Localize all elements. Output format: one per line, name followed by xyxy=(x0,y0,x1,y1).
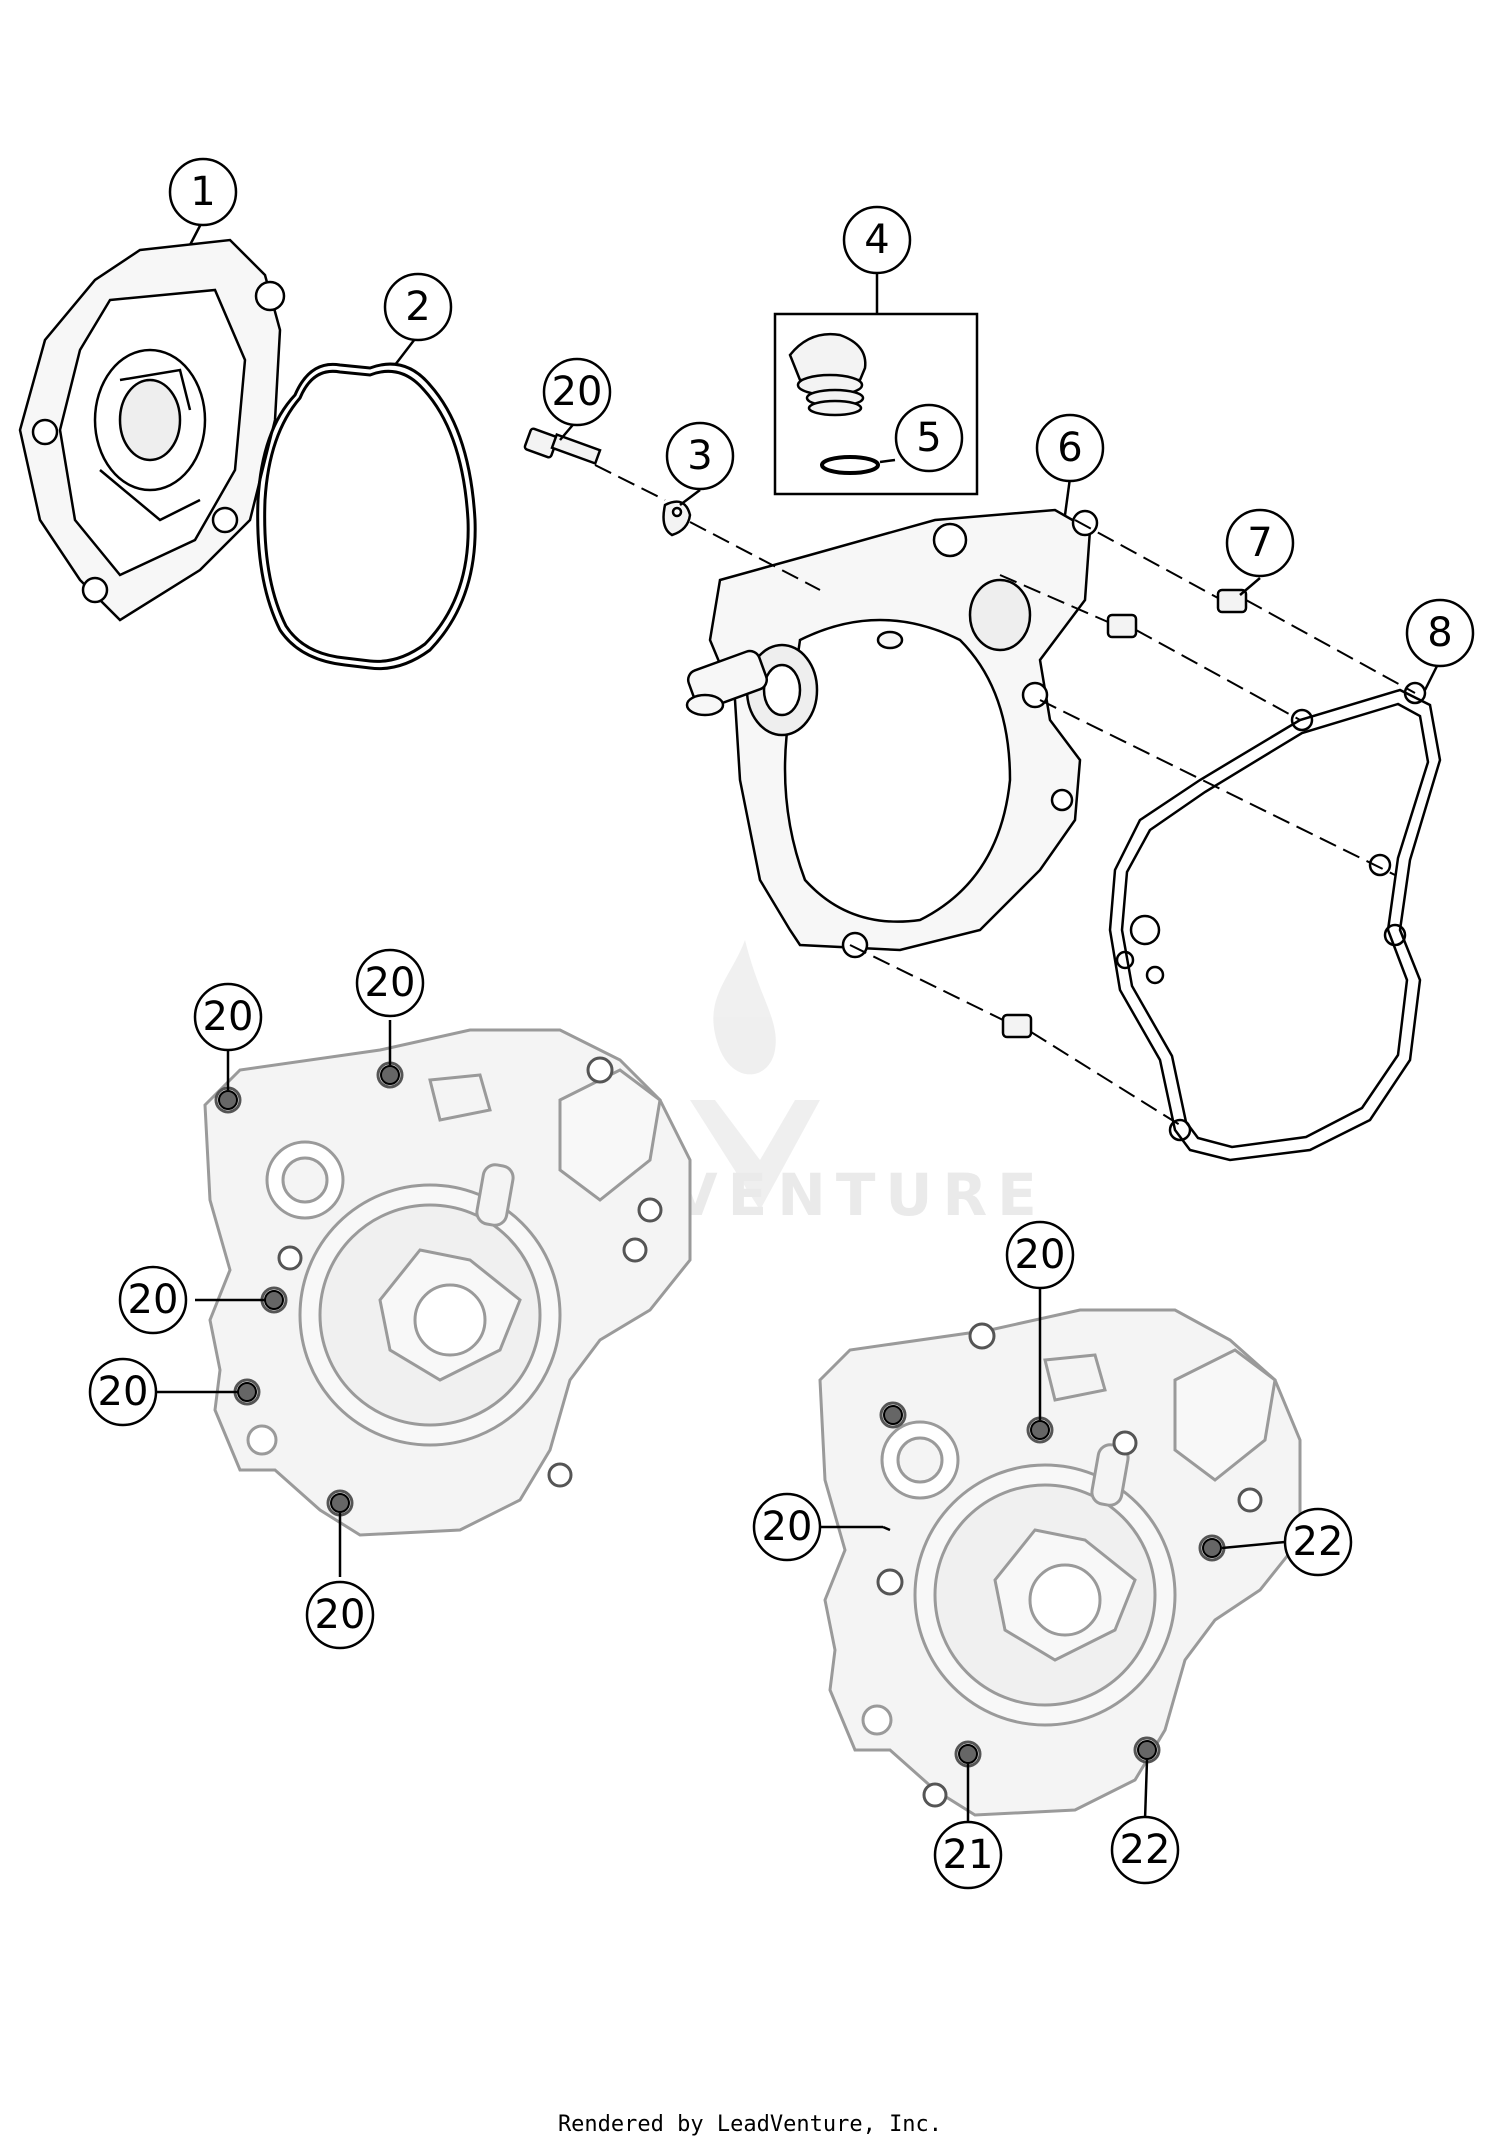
callout-20-c: 20 xyxy=(118,1265,188,1335)
part-cover-gasket xyxy=(256,362,477,671)
callout-5-label: 5 xyxy=(916,415,941,461)
footer-credit: Rendered by LeadVenture, Inc. xyxy=(557,2112,943,2137)
callout-21-label: 21 xyxy=(943,1832,994,1878)
callout-8-label: 8 xyxy=(1427,610,1452,656)
callout-20-b: 20 xyxy=(355,948,425,1018)
callout-20-d: 20 xyxy=(88,1357,158,1427)
callout-20-e: 20 xyxy=(305,1580,375,1650)
callout-20-b-label: 20 xyxy=(365,960,416,1006)
part-bolt xyxy=(523,427,602,466)
callout-20-g-label: 20 xyxy=(762,1504,813,1550)
part-clutch-cover xyxy=(685,508,1099,959)
callout-7-label: 7 xyxy=(1247,520,1272,566)
assembled-cover-left xyxy=(203,1028,692,1537)
part-filler-cap-box xyxy=(773,312,979,496)
callout-22-b-label: 22 xyxy=(1120,1827,1171,1873)
callout-8: 8 xyxy=(1405,598,1475,668)
callout-4-label: 4 xyxy=(864,217,889,263)
callout-1-label: 1 xyxy=(190,169,215,215)
callout-20-top-label: 20 xyxy=(552,369,603,415)
callout-22-a-label: 22 xyxy=(1293,1519,1344,1565)
callout-20-f-label: 20 xyxy=(1015,1232,1066,1278)
part-clip xyxy=(662,500,692,537)
callout-20-top: 20 xyxy=(542,357,612,427)
callout-6: 6 xyxy=(1035,413,1105,483)
callout-3: 3 xyxy=(665,421,735,491)
callout-3-label: 3 xyxy=(687,433,712,479)
part-clutch-gasket xyxy=(1108,681,1442,1162)
callout-21: 21 xyxy=(933,1820,1003,1890)
callout-20-c-label: 20 xyxy=(128,1277,179,1323)
callout-22-b: 22 xyxy=(1110,1815,1180,1885)
assembled-cover-right xyxy=(818,1308,1302,1817)
callout-20-f: 20 xyxy=(1005,1220,1075,1290)
callout-2: 2 xyxy=(383,272,453,342)
callout-5: 5 xyxy=(894,403,964,473)
part-dowel-sleeve xyxy=(1001,588,1248,1039)
callout-2-label: 2 xyxy=(405,284,430,330)
callout-6-label: 6 xyxy=(1057,425,1082,471)
callouts: 1 2 20 3 4 5 6 7 8 20 20 20 20 20 20 20 … xyxy=(88,157,1475,1890)
alignment-lines xyxy=(594,464,1416,1126)
callout-20-d-label: 20 xyxy=(98,1369,149,1415)
callout-1: 1 xyxy=(168,157,238,227)
callout-20-e-label: 20 xyxy=(315,1592,366,1638)
part-stator-cover xyxy=(18,238,286,622)
callout-20-g: 20 xyxy=(752,1492,822,1562)
callout-22-a: 22 xyxy=(1283,1507,1353,1577)
callout-20-a-label: 20 xyxy=(203,994,254,1040)
callout-20-a: 20 xyxy=(193,982,263,1052)
callout-7: 7 xyxy=(1225,508,1295,578)
callout-4: 4 xyxy=(842,205,912,275)
highlighted-bolts xyxy=(218,1065,1222,1764)
leader-lines xyxy=(157,219,1442,1822)
